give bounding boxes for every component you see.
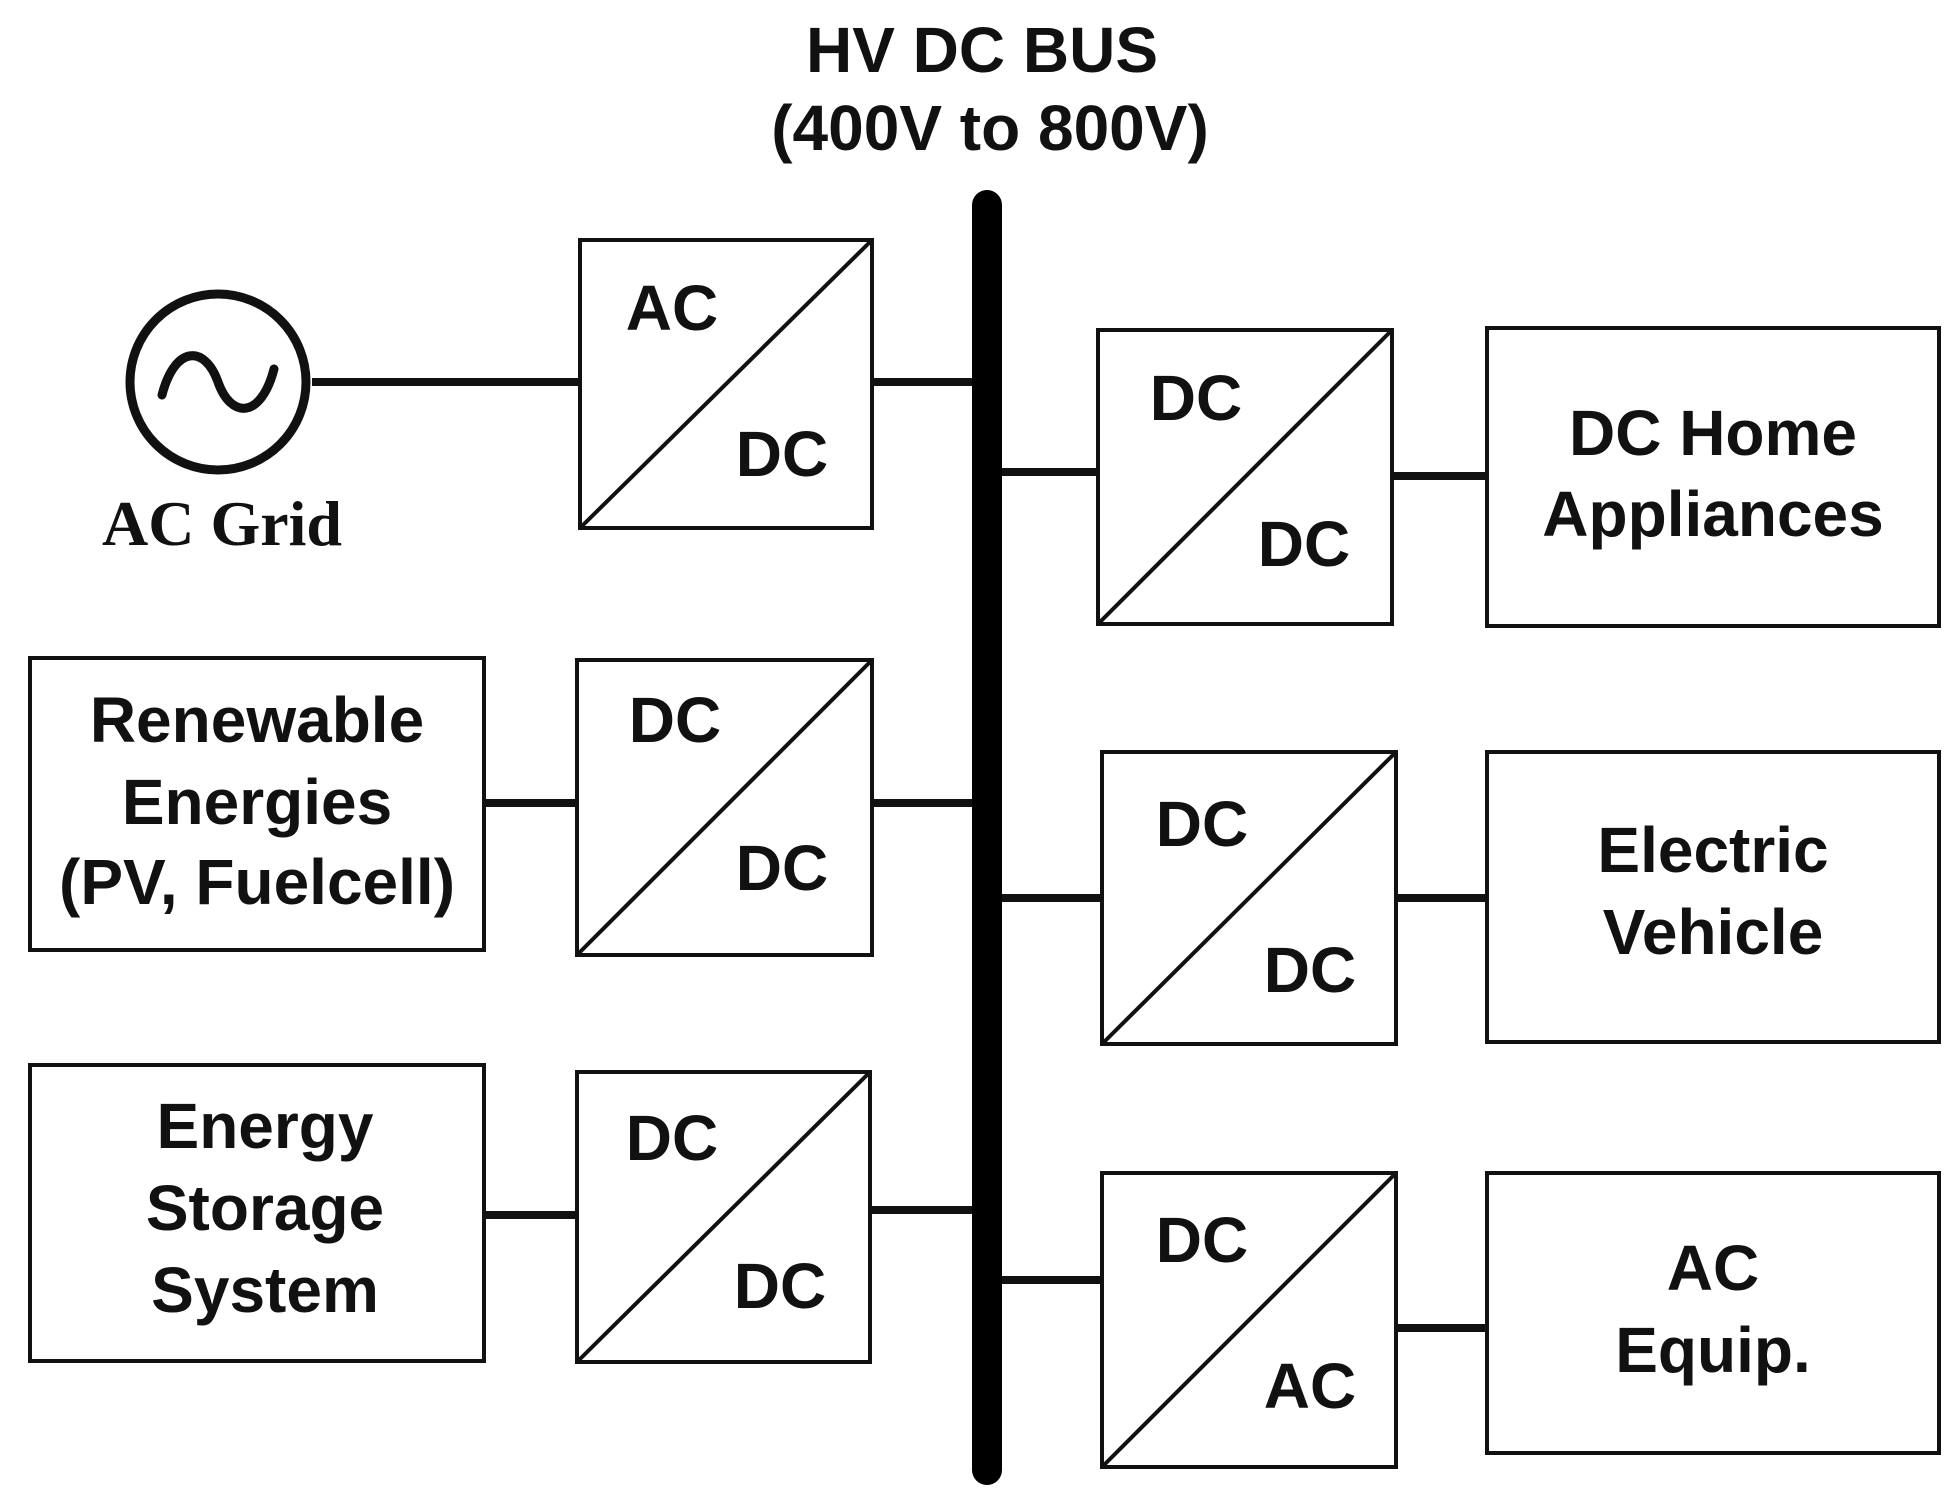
converter-dc-dc-home: DC DC [1096, 328, 1394, 626]
converter-input-label: DC [629, 684, 721, 756]
renewable-label-line1: Renewable [90, 684, 424, 756]
converter-input-label: DC [1156, 1204, 1248, 1276]
storage-label-line2: Storage [146, 1172, 384, 1244]
ac-grid-label: AC Grid [102, 488, 342, 559]
converter-output-label: DC [1264, 934, 1356, 1006]
converter-output-label: DC [736, 832, 828, 904]
storage-label-line1: Energy [157, 1090, 374, 1162]
converter-output-label: AC [1264, 1350, 1356, 1422]
renewable-label-line2: Energies [122, 766, 392, 838]
converter-input-label: AC [626, 272, 718, 344]
converter-dc-dc-renewable: DC DC [575, 658, 874, 957]
storage-label-line3: System [151, 1254, 379, 1326]
home-label-line1: DC Home [1569, 397, 1857, 469]
converter-output-label: DC [734, 1250, 826, 1322]
ac-equip-label-line1: AC [1667, 1232, 1759, 1304]
dc-home-appliances-box: DC Home Appliances [1485, 326, 1941, 628]
converter-input-label: DC [1156, 788, 1248, 860]
converter-output-label: DC [1258, 508, 1350, 580]
ev-label-line1: Electric [1597, 814, 1828, 886]
ac-equipment-box: AC Equip. [1485, 1171, 1941, 1455]
bus-voltage-range: (400V to 800V) [771, 92, 1209, 164]
converter-dc-dc-ev: DC DC [1100, 750, 1398, 1046]
converter-dc-ac-equip: DC AC [1100, 1171, 1398, 1469]
renewable-energies-box: Renewable Energies (PV, Fuelcell) [28, 656, 486, 952]
electric-vehicle-box: Electric Vehicle [1485, 750, 1941, 1044]
ac-source-icon [125, 289, 311, 475]
converter-dc-dc-storage: DC DC [575, 1070, 872, 1364]
ev-label-line2: Vehicle [1603, 896, 1824, 968]
converter-input-label: DC [626, 1102, 718, 1174]
ac-equip-label-line2: Equip. [1615, 1314, 1811, 1386]
converter-ac-dc-grid: AC DC [578, 238, 874, 530]
renewable-label-line3: (PV, Fuelcell) [59, 846, 455, 918]
converter-output-label: DC [736, 418, 828, 490]
bus-title: HV DC BUS [806, 14, 1158, 86]
converter-input-label: DC [1150, 362, 1242, 434]
home-label-line2: Appliances [1542, 478, 1883, 550]
energy-storage-box: Energy Storage System [28, 1063, 486, 1363]
